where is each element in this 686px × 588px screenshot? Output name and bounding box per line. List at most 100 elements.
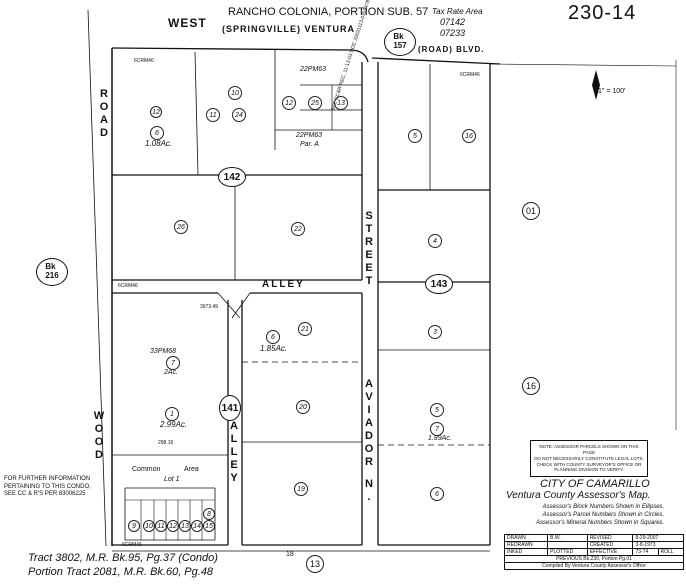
cell: CREATED — [586, 541, 634, 549]
dims-2: 3973.49 — [200, 304, 219, 310]
cell: B.W. — [547, 534, 588, 542]
tract-line2: Portion Tract 2081, M.R. Bk.60, Pg.48 — [28, 566, 214, 578]
subparcel-14: 14 — [191, 520, 203, 532]
parcel-1-area: 2.99Ac. — [160, 420, 188, 429]
parcel-19: 19 — [294, 482, 308, 496]
subparcel-15: 15 — [203, 520, 215, 532]
pm-33-68: 33PM68 — [150, 348, 177, 355]
parcel-22: 22 — [291, 222, 305, 236]
parcel-13: 13 — [334, 96, 348, 110]
cell: REDRAWN — [503, 541, 549, 549]
info-table: DRAWN B.W. REVISED 8-29-2007 REDRAWN CRE… — [503, 534, 685, 570]
parcel-6-mid-area: 1.85Ac. — [260, 344, 288, 353]
condo-note-line3: SEE CC & R'S PER 83006225 — [4, 491, 86, 497]
cell: 8-29-2007 — [632, 534, 684, 542]
notice-line2: DO NOT NECESSARILY CONSTITUTE LEGAL LOTS… — [534, 455, 644, 461]
parcel-26: 26 — [174, 220, 188, 234]
table-row: PREVIOUS Bk.230, Portion Pg.01 — [504, 555, 684, 563]
street-road-blvd: (ROAD) BLVD. — [418, 45, 485, 54]
table-row: DRAWN B.W. REVISED 8-29-2007 — [503, 534, 684, 542]
cell: EFFECTIVE — [586, 548, 634, 556]
street-west: WEST — [168, 16, 207, 30]
table-row: INKED PLOTTED EFFECTIVE 73-74 ROLL — [503, 548, 685, 556]
cell: PLOTTED — [547, 548, 588, 556]
area-label: Area — [184, 466, 199, 473]
tract-line1: Tract 3802, M.R. Bk.95, Pg.37 (Condo) — [28, 552, 218, 564]
notice-box: NOTE: ASSESSOR PARCELS SHOWN ON THIS PAG… — [530, 440, 648, 478]
city-name: CITY OF CAMARILLO — [540, 478, 650, 490]
street-alley-top: ALLEY — [262, 279, 305, 290]
north-arrow-icon — [592, 70, 600, 100]
table-row: Compiled By Ventura County Assessor's Of… — [504, 562, 684, 570]
street-n: N. — [363, 478, 375, 504]
parcel-4: 4 — [428, 234, 442, 248]
condo-note-line1: FOR FURTHER INFORMATION — [4, 476, 91, 482]
parcel-11: 11 — [206, 108, 220, 122]
parcel-1: 1 — [165, 407, 179, 421]
parcel-6-mid: 6 — [266, 330, 280, 344]
cell: Compiled By Ventura County Assessor's Of… — [504, 562, 684, 570]
street-wood: WOOD — [93, 410, 105, 462]
cell: PREVIOUS Bk.230, Portion Pg.01 — [504, 555, 684, 563]
notice-line4: PLANNING DIVISION TO VERIFY. — [554, 467, 624, 473]
common-area-label: Common — [132, 466, 161, 473]
scale-label: 1" = 100' — [598, 88, 626, 95]
notice-line1: NOTE: ASSESSOR PARCELS SHOWN ON THIS PAG… — [539, 444, 639, 455]
book-ref-157: Bk 157 — [384, 28, 416, 56]
book-ref-13: 13 — [306, 555, 324, 573]
condo-note: FOR FURTHER INFORMATION PERTAINING TO TH… — [4, 476, 91, 499]
gcrm46-bottom: 6CRM46 — [122, 542, 142, 548]
subparcel-8: 8 — [203, 508, 215, 520]
book-ref-16: 16 — [522, 377, 540, 395]
city-subtitle: Ventura County Assessor's Map. — [506, 490, 651, 501]
street-street: STREET — [363, 210, 375, 288]
parcel-7: 7 — [166, 356, 180, 370]
parcel-12: 12 — [150, 106, 162, 118]
parcel-25: 25 — [308, 96, 322, 110]
subparcel-13: 13 — [179, 520, 191, 532]
pm-22-63-mid: 22PM63 — [296, 132, 323, 139]
parcel-5-low: 5 — [430, 403, 444, 417]
street-alley-side: ALLEY — [228, 420, 240, 485]
tax-rate-label: Tax Rate Area — [432, 7, 483, 16]
block-142: 142 — [218, 167, 246, 187]
subparcel-9: 9 — [128, 520, 140, 532]
cell: REVISED — [586, 534, 634, 542]
legend-line3: Assessor's Mineral Numbers Shown in Squa… — [536, 519, 665, 526]
book-ref-01: 01 — [522, 202, 540, 220]
parcel-7b-area: 1.89Ac. — [428, 435, 452, 442]
subdivision-title: RANCHO COLONIA, PORTION SUB. 57 — [228, 6, 429, 18]
parcel-7-area: 2Ac. — [164, 369, 179, 376]
sheet-number: 230-14 — [568, 2, 637, 24]
tax-rate-1: 07142 — [440, 17, 466, 27]
gcrm46-top: 6CRM46 — [134, 58, 154, 64]
parcel-3: 3 — [428, 325, 442, 339]
subparcel-12: 12 — [167, 520, 179, 532]
cell: 3-8-1973 — [632, 541, 684, 549]
book-ref-216: Bk 216 — [36, 258, 68, 286]
tax-rate-2: 07233 — [440, 28, 466, 38]
legend: Assessor's Block Numbers Shown in Ellips… — [536, 504, 664, 527]
cell: DRAWN — [503, 534, 549, 542]
block-141: 141 — [219, 395, 241, 421]
parcel-6-top-area: 1.08Ac. — [145, 139, 173, 148]
cell: INKED — [503, 548, 549, 556]
parcel-6-low: 6 — [430, 487, 444, 501]
block-143: 143 — [425, 274, 453, 294]
parcel-20: 20 — [296, 400, 310, 414]
subparcel-11: 11 — [155, 520, 167, 532]
parcel-7b: 7 — [430, 422, 444, 436]
notice-line3: CHECK WITH COUNTY SURVEYOR'S OFFICE OR — [536, 461, 642, 467]
lot1-label: Lot 1 — [164, 476, 180, 483]
parcel-21: 21 — [298, 322, 312, 336]
legend-line1: Assessor's Block Numbers Shown in Ellips… — [542, 504, 665, 510]
condo-note-line2: PERTAINING TO THIS CONDO, — [4, 483, 91, 490]
cell: ROLL — [657, 548, 685, 556]
street-springville: (SPRINGVILLE) VENTURA — [222, 24, 356, 34]
street-road-left: ROAD — [98, 88, 110, 140]
street-aviador: AVIADOR — [363, 378, 375, 469]
parcel-16: 16 — [462, 129, 476, 143]
gcrm46-right-top: 6CRM46 — [460, 72, 480, 78]
parcel-18: 18 — [286, 551, 294, 558]
